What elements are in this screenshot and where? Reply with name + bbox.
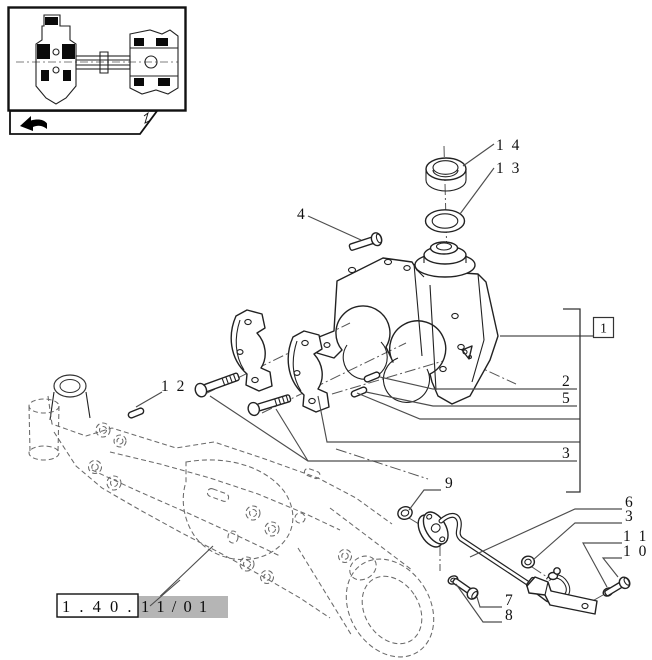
callout-5[interactable]: 5 [562,390,572,407]
callout-11[interactable]: 1 1 [623,528,648,545]
thumbnail-axle-section [7,6,187,112]
seal-ring-14 [425,157,467,192]
nav-arrow-tab[interactable] [9,110,159,135]
bolt-10 [604,576,631,597]
callout-13[interactable]: 1 3 [496,160,521,177]
callout-14[interactable]: 1 4 [496,137,521,154]
section-code-suffix[interactable]: 1 1 / 0 1 [141,597,209,616]
clamp-half-left [230,309,273,392]
pipe-bracket [526,576,598,615]
callout-1[interactable]: 1 [600,322,607,337]
section-code-box [56,593,139,618]
callout-7[interactable]: 7 [505,592,515,609]
clamp-half-right [287,330,330,413]
leader-lines [135,143,622,623]
callout-3-lower[interactable]: 3 [625,508,635,525]
o-ring-13 [424,209,466,233]
mount-bolt-right [247,394,292,417]
section-code-label[interactable]: 1 . 4 0 . 1 1 / 0 1 [56,579,228,618]
callout-4[interactable]: 4 [297,206,307,223]
roll-pin-12 [127,407,145,419]
bolt-7 [452,578,479,600]
callout-1-box[interactable] [592,316,615,339]
plug-bolt-4 [348,232,383,251]
o-ring-9 [397,505,413,521]
tab-mark [143,111,150,124]
mount-bolt-left [194,372,240,398]
washer-3 [520,555,536,569]
axle-housing-phantom [28,374,435,658]
roll-pin-2 [363,371,381,383]
callouts: 1 4 1 3 4 2 5 3 1 2 9 6 3 1 1 1 0 7 8 1 [161,137,648,624]
callout-9[interactable]: 9 [445,475,455,492]
callout-12[interactable]: 1 2 [161,378,186,395]
assembly-bracket [563,308,581,493]
callout-8[interactable]: 8 [505,607,515,624]
trunnion-housing [316,241,499,405]
callout-3-upper[interactable]: 3 [562,445,572,462]
callout-6[interactable]: 6 [625,494,635,511]
back-arrow-icon [20,116,47,131]
callout-10[interactable]: 1 0 [623,543,648,560]
lube-pipe-assembly [397,505,631,615]
callout-2[interactable]: 2 [562,373,572,390]
section-code-boxed[interactable]: 1 . 4 0 . [62,597,134,616]
